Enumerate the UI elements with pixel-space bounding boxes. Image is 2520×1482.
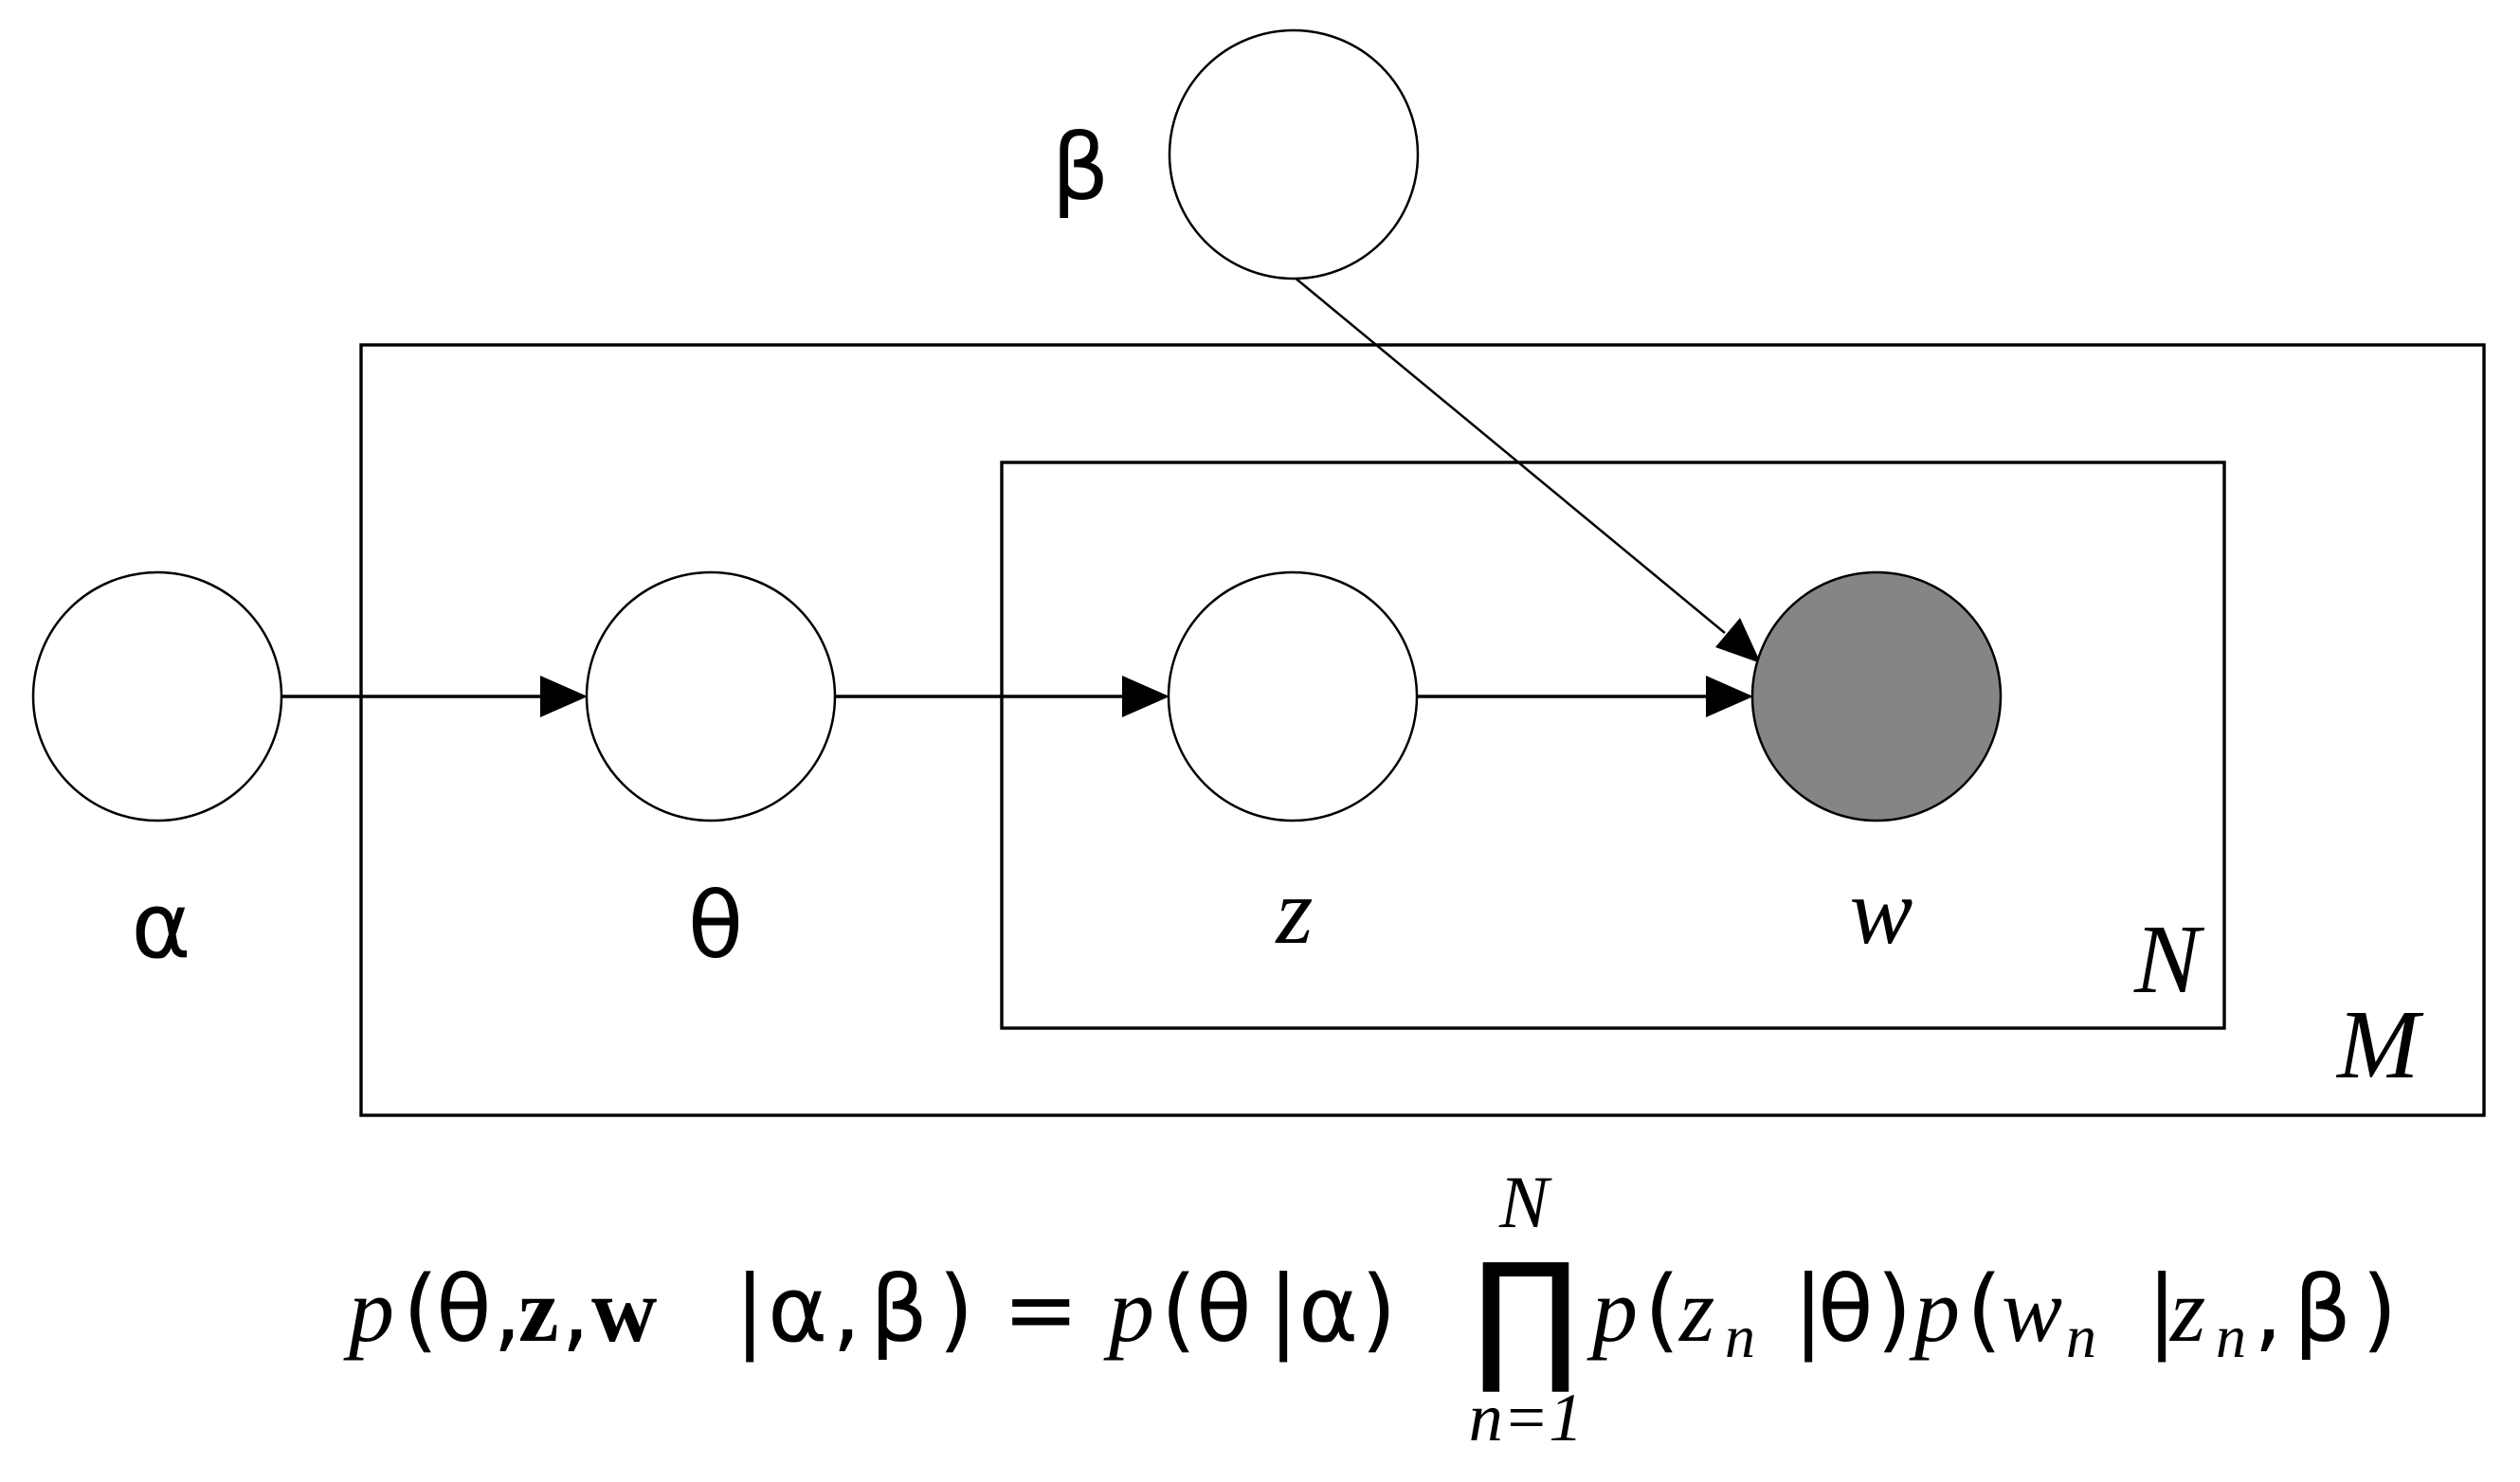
product-upper-limit: N <box>1498 1161 1552 1243</box>
svg-text:n: n <box>1725 1303 1755 1370</box>
node-beta <box>1168 28 1420 280</box>
label-beta: β <box>1051 115 1109 221</box>
arrowhead-theta-z <box>1122 676 1169 717</box>
node-w <box>1750 570 2003 822</box>
svg-text:| θ ) p: | θ ) p ( w <box>1793 1256 2062 1364</box>
label-theta: θ <box>688 873 744 979</box>
plate-n-label: N <box>2133 905 2205 1014</box>
node-theta <box>585 570 837 822</box>
svg-text:p ( z: p ( z <box>1586 1256 1714 1363</box>
edge-beta-w <box>1293 276 1726 634</box>
svg-text:, β ): , β ) <box>2254 1256 2397 1363</box>
label-z: z <box>1275 858 1314 964</box>
svg-text:n: n <box>2216 1303 2246 1370</box>
product-symbol: ∏ <box>1472 1234 1580 1399</box>
node-alpha <box>31 570 283 822</box>
svg-text:| z: | z <box>2147 1256 2205 1364</box>
label-alpha: α <box>131 873 190 979</box>
svg-text:p ( θ ,: p ( θ , z , w | α , β ) = p ( θ | α ) <box>343 1256 1396 1364</box>
plate-n <box>1000 461 2226 1030</box>
arrowhead-z-w <box>1706 676 1753 717</box>
plate-m <box>359 343 2486 1117</box>
node-z <box>1167 570 1419 822</box>
arrow-gap-tick <box>1714 650 1750 668</box>
svg-text:n: n <box>2066 1303 2096 1370</box>
product-lower-limit: n=1 <box>1469 1380 1584 1455</box>
plate-m-label: M <box>2335 990 2424 1099</box>
label-w: w <box>1850 858 1913 964</box>
arrowhead-alpha-theta <box>540 676 588 717</box>
joint-probability-equation: p ( θ , z , w | α , β ) = p ( θ | α ) ∏ … <box>343 1161 2397 1455</box>
arrowhead-beta-w <box>1715 618 1761 663</box>
